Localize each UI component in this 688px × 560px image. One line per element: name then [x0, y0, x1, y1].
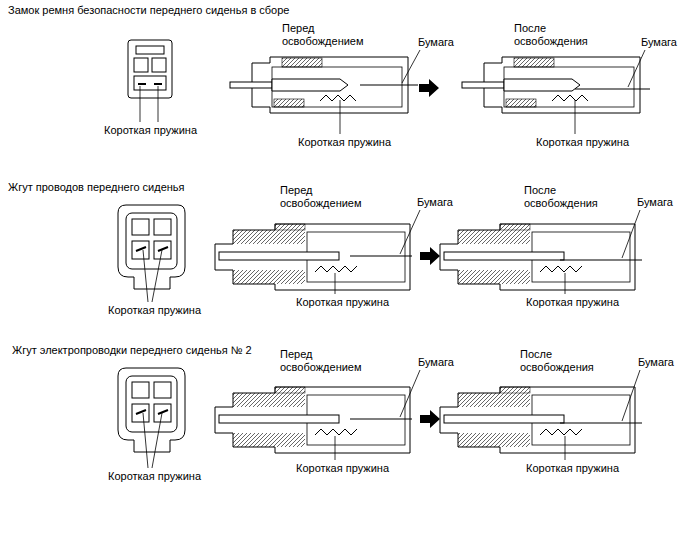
part-label: Короткая пружина	[108, 470, 201, 483]
part-label: Бумага	[638, 356, 674, 369]
heading: Жгут проводов переднего сиденья	[8, 181, 185, 194]
state-label: После освобождения	[514, 22, 606, 48]
part-label: Короткая пружина	[526, 296, 619, 309]
part-label: Короткая пружина	[108, 304, 201, 317]
part-label: Короткая пружина	[296, 296, 389, 309]
state-label: После освобождения	[520, 348, 612, 374]
heading: Замок ремня безопасности переднего сиден…	[8, 4, 289, 17]
part-label: Короткая пружина	[104, 124, 197, 137]
part-label: Короткая пружина	[526, 462, 619, 475]
heading: Жгут электропроводки переднего сиденья №…	[12, 344, 252, 357]
part-label: Короткая пружина	[298, 136, 391, 149]
part-label: Бумага	[417, 196, 453, 209]
state-label: После освобождения	[524, 184, 616, 210]
part-label: Короткая пружина	[536, 136, 629, 149]
state-label: Перед освобождением	[282, 22, 374, 48]
state-label: Перед освобождением	[280, 184, 372, 210]
part-label: Бумага	[641, 36, 677, 49]
part-label: Короткая пружина	[296, 462, 389, 475]
part-label: Бумага	[637, 196, 673, 209]
part-label: Бумага	[418, 36, 454, 49]
state-label: Перед освобождением	[280, 348, 372, 374]
part-label: Бумага	[418, 356, 454, 369]
